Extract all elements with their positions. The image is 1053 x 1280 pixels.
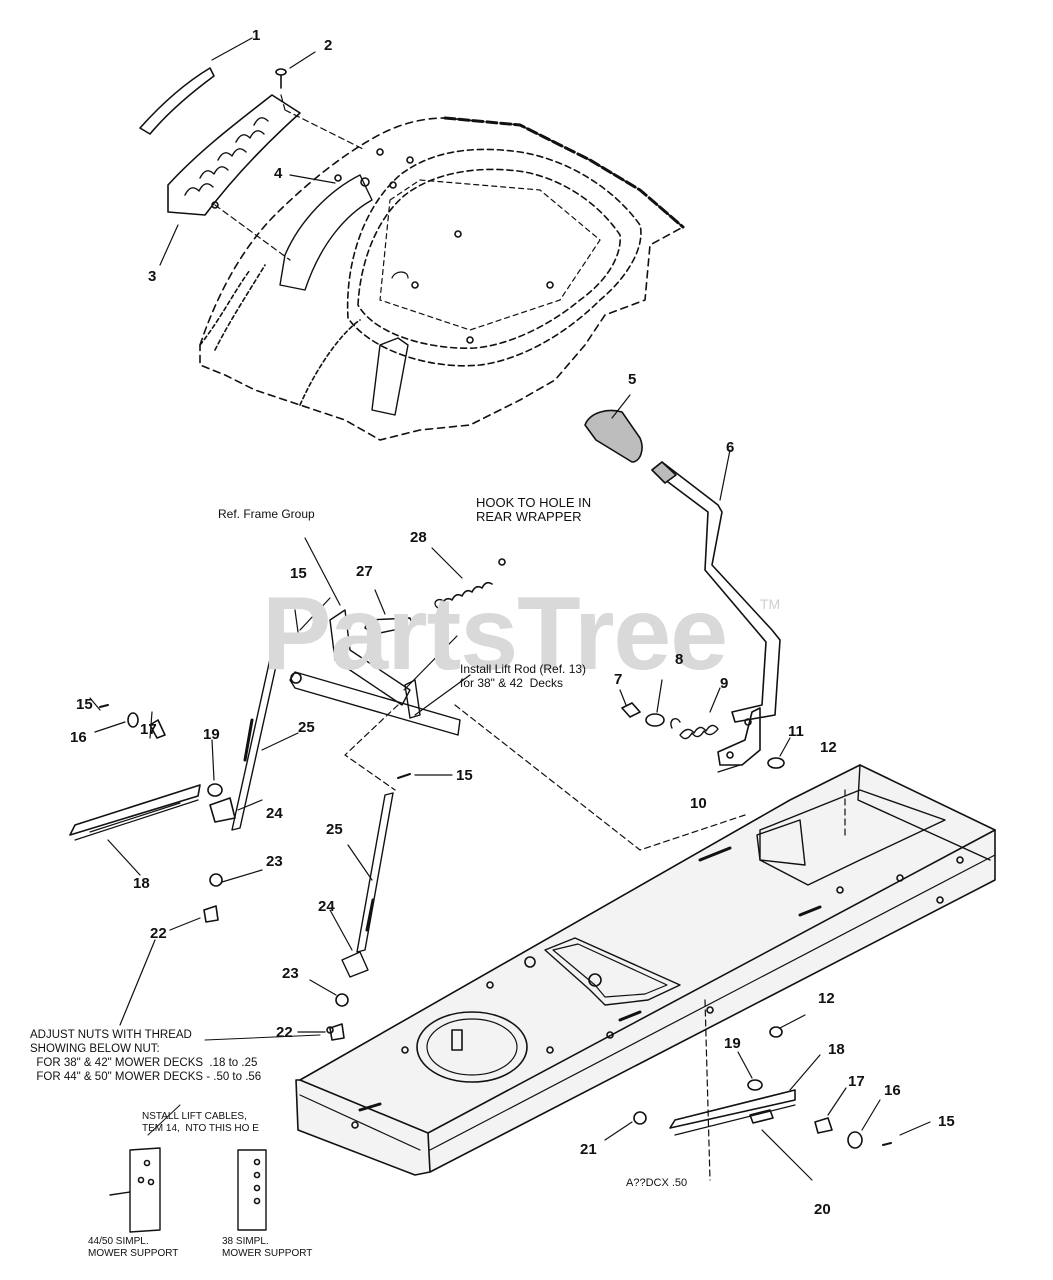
parts-27-28 <box>364 547 506 635</box>
lift-shaft <box>289 537 471 736</box>
callout-27: 27 <box>356 563 373 580</box>
callout-17-left: 17 <box>140 721 157 738</box>
callout-22-center: 22 <box>276 1024 293 1041</box>
support-detail-38 <box>237 1149 267 1231</box>
frame <box>295 764 996 1176</box>
callout-12-bottom: 12 <box>818 990 835 1007</box>
callout-3: 3 <box>148 268 157 285</box>
callout-17-right: 17 <box>848 1073 865 1090</box>
callout-19-right: 19 <box>724 1035 741 1052</box>
callout-6: 6 <box>726 439 735 456</box>
right-mower-support <box>604 1014 931 1181</box>
callout-24-left: 24 <box>266 805 283 822</box>
left-mower-support <box>69 697 263 1026</box>
watermark-tm: TM <box>760 596 781 612</box>
part-5-knob <box>584 394 643 463</box>
rear-wrapper <box>199 116 685 441</box>
note-support-4450: 44/50 SIMPL. MOWER SUPPORT <box>88 1236 179 1259</box>
part-10-bracket <box>717 707 791 773</box>
callout-21: 21 <box>580 1141 597 1158</box>
leader-lines <box>344 704 846 1181</box>
parts-7-8-9 <box>619 679 721 740</box>
callout-22-left: 22 <box>150 925 167 942</box>
callout-16-left: 16 <box>70 729 87 746</box>
lift-link-right <box>347 773 453 953</box>
part-1-strip <box>139 37 253 135</box>
callout-2: 2 <box>324 37 333 54</box>
part-4-nuts <box>289 174 336 184</box>
watermark: PartsTree <box>262 576 728 692</box>
note-ref-frame-group: Ref. Frame Group <box>218 507 315 521</box>
callout-15-left: 15 <box>76 696 93 713</box>
note-install-lift-cables: NSTALL LIFT CABLES, TEM 14, NTO THIS HO … <box>142 1111 259 1134</box>
support-detail-4450 <box>109 1104 181 1233</box>
callout-23-left: 23 <box>266 853 283 870</box>
callout-15-right: 15 <box>938 1113 955 1130</box>
center-link-parts <box>204 909 369 1041</box>
note-support-38: 38 SIMPL. MOWER SUPPORT <box>222 1236 313 1259</box>
part-6-lift-lever <box>651 449 781 723</box>
part-3-plate <box>159 94 301 266</box>
callout-25-center: 25 <box>326 821 343 838</box>
callout-15-center: 15 <box>456 767 473 784</box>
drawing-code: A??DCX .50 <box>626 1177 688 1189</box>
callout-9: 9 <box>720 675 729 692</box>
callout-1: 1 <box>252 27 261 44</box>
callout-18-right: 18 <box>828 1041 845 1058</box>
callout-5: 5 <box>628 371 637 388</box>
note-adjust-nuts: ADJUST NUTS WITH THREAD SHOWING BELOW NU… <box>30 1029 262 1083</box>
part-2-pin <box>275 51 366 151</box>
note-install-lift-rod: Install Lift Rod (Ref. 13) for 38" & 42 … <box>460 662 587 690</box>
callout-24-center: 24 <box>318 898 335 915</box>
callout-25-left: 25 <box>298 719 315 736</box>
callout-20: 20 <box>814 1201 831 1218</box>
callout-11: 11 <box>788 723 804 740</box>
callout-15-shaft: 15 <box>290 565 307 582</box>
callout-12-top: 12 <box>820 739 837 756</box>
callout-28: 28 <box>410 529 427 546</box>
callout-8: 8 <box>675 651 684 668</box>
callout-10: 10 <box>690 795 707 812</box>
callout-16-right: 16 <box>884 1082 901 1099</box>
callout-4: 4 <box>274 165 283 182</box>
callout-7: 7 <box>614 671 623 688</box>
callout-19-left: 19 <box>203 726 220 743</box>
callout-23-center: 23 <box>282 965 299 982</box>
callout-18-left: 18 <box>133 875 150 892</box>
note-hook-to-hole: HOOK TO HOLE IN REAR WRAPPER <box>476 495 592 524</box>
lift-link-left <box>231 609 306 831</box>
